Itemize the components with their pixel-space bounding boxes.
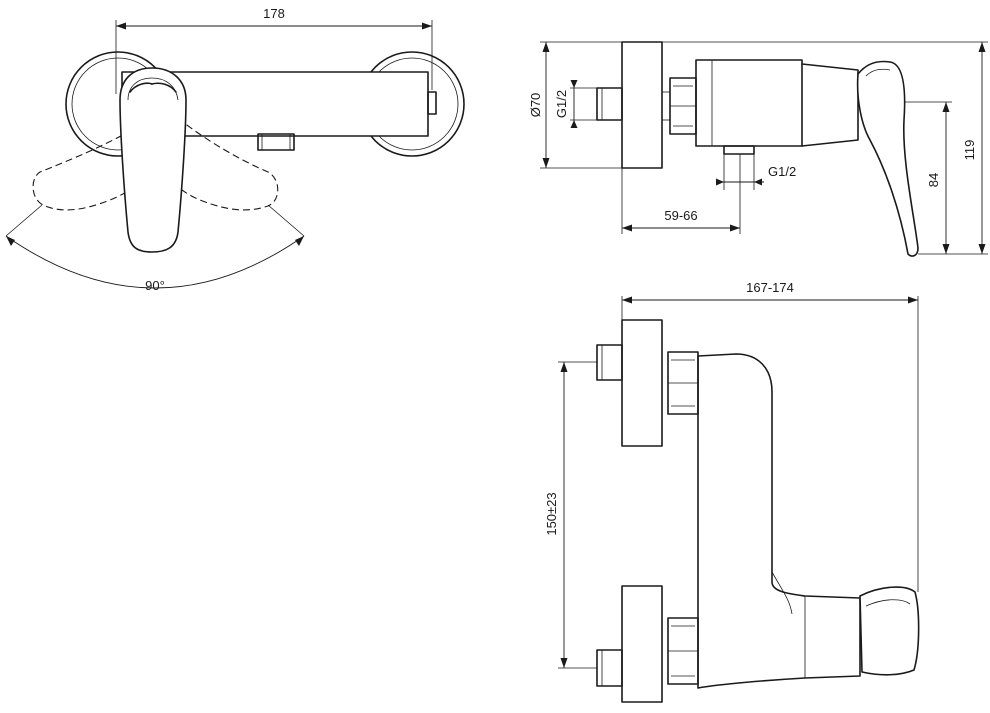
- front-lever: [859, 586, 920, 676]
- front-rosette-upper: [621, 319, 663, 447]
- front-view: 167-174 150±23: [544, 280, 920, 703]
- dim-label-center-distance: 150±23: [544, 492, 559, 535]
- dim-label-width: 178: [263, 6, 285, 21]
- side-rosette: [621, 41, 663, 169]
- front-body: [697, 353, 861, 689]
- dim-label-rosette: Ø70: [528, 93, 543, 118]
- side-outlet: [723, 145, 755, 155]
- dim-label-outlet-thread: G1/2: [768, 164, 796, 179]
- side-lever: [856, 60, 919, 257]
- dim-label-total-height: 119: [962, 140, 977, 161]
- side-inlet-pipe: [596, 87, 623, 121]
- dim-label-angle: 90°: [145, 278, 165, 293]
- outlet-stub-top: [257, 133, 295, 151]
- dim-label-lever-height: 84: [926, 173, 941, 187]
- side-view: Ø70 G1/2 G1/2 59-66 84 119: [528, 41, 988, 257]
- front-inlet-upper: [596, 344, 623, 381]
- body-end-cap: [427, 91, 437, 115]
- dim-label-projection: 59-66: [664, 208, 697, 223]
- front-rosette-lower: [621, 585, 663, 703]
- handle-lever-top: [119, 67, 187, 253]
- front-inlet-lower: [596, 649, 623, 687]
- dim-arc-90: [5, 235, 305, 289]
- dim-label-inlet-thread: G1/2: [554, 90, 569, 118]
- dim-label-depth: 167-174: [746, 280, 794, 295]
- top-view: 178 90°: [5, 6, 465, 293]
